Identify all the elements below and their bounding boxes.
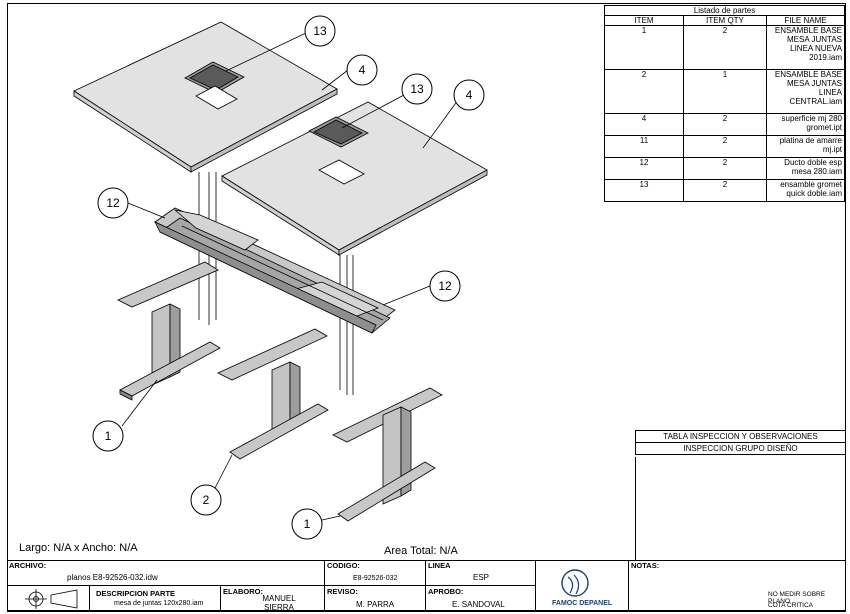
header-item: ITEM — [604, 15, 684, 26]
company-logo-icon — [561, 569, 589, 597]
table-top-left — [73, 21, 338, 173]
logo-text: FAMOC DEPANEL — [552, 600, 613, 607]
cell-item: 1 — [604, 25, 684, 70]
leg-left — [117, 261, 221, 401]
reviso-cell: REVISO: M. PARRA — [325, 586, 426, 612]
linea-cell: LINEA ESP — [426, 561, 536, 586]
descripcion-value: mesa de juntas 120x280.iam — [114, 600, 204, 607]
descripcion-label: DESCRIPCION PARTE — [96, 589, 176, 598]
cell-item: 11 — [604, 135, 684, 158]
cell-file-name: ensamble gromet quick doble.iam — [766, 179, 845, 202]
cell-qty: 2 — [683, 157, 767, 180]
logo-cell: FAMOC DEPANEL — [536, 561, 629, 612]
svg-text:12: 12 — [438, 279, 452, 293]
balloon: 13 — [304, 15, 336, 47]
cell-qty: 2 — [683, 113, 767, 136]
table-row: 11 2 platina de amarre mj.ipt — [604, 135, 845, 158]
balloon: 4 — [346, 54, 378, 86]
inspection-area — [635, 457, 846, 561]
cell-qty: 2 — [683, 179, 767, 202]
cell-file-name: platina de amarre mj.ipt — [766, 135, 845, 158]
sheet-frame — [7, 3, 846, 611]
balloon: 13 — [401, 73, 433, 105]
table-row: 2 1 ENSAMBLE BASE MESA JUNTAS LINEA CENT… — [604, 69, 845, 114]
balloon: 1 — [92, 420, 124, 452]
balloon: 2 — [190, 484, 222, 516]
title-block: ARCHIVO: planos E8-92526-032.idw CODIGO:… — [7, 560, 846, 612]
table-row: 12 2 Ducto doble esp mesa 280.iam — [604, 157, 845, 180]
elaboro-cell: ELABORO: MANUEL SIERRA — [221, 586, 325, 612]
codigo-cell: CODIGO: E8-92526-032 — [325, 561, 426, 586]
aprobo-label: APROBO: — [428, 587, 464, 596]
inspection-table: TABLA INSPECCION Y OBSERVACIONES INSPECC… — [635, 430, 846, 455]
archivo-label: ARCHIVO: — [9, 561, 47, 570]
linea-value: ESP — [473, 573, 490, 582]
cell-file-name: Ducto doble esp mesa 280.iam — [766, 157, 845, 180]
cell-item: 12 — [604, 157, 684, 180]
cell-item: 13 — [604, 179, 684, 202]
linea-label: LINEA — [428, 561, 451, 570]
inspection-title: TABLA INSPECCION Y OBSERVACIONES — [635, 430, 846, 443]
header-qty: ITEM QTY — [683, 15, 767, 26]
archivo-cell: ARCHIVO: planos E8-92526-032.idw — [7, 561, 325, 586]
cell-item: 2 — [604, 69, 684, 114]
svg-text:13: 13 — [410, 82, 424, 96]
balloons: 13 4 13 4 12 12 1 2 1 — [92, 15, 485, 540]
leg-center — [217, 328, 329, 460]
svg-text:12: 12 — [106, 196, 120, 210]
note-no-medir: NO MEDIR SOBRE PLANO — [768, 591, 826, 605]
leg-right — [332, 387, 443, 522]
parts-list-caption: Listado de partes — [604, 5, 845, 16]
svg-text:1: 1 — [105, 429, 112, 443]
svg-text:2: 2 — [203, 493, 210, 507]
svg-text:13: 13 — [313, 24, 327, 38]
cell-file-name: superficie mj 280 gromet.ipt — [766, 113, 845, 136]
area-text: Area Total: N/A — [384, 545, 458, 557]
note-cota-critica: COTA CRITICA — [768, 602, 814, 609]
header-file-name: FILE NAME — [766, 15, 845, 26]
table-row: 4 2 superficie mj 280 gromet.ipt — [604, 113, 845, 136]
svg-text:4: 4 — [466, 88, 473, 102]
notas-label: NOTAS: — [631, 561, 660, 570]
table-row: 13 2 ensamble gromet quick doble.iam — [604, 179, 845, 202]
elaboro-value: MANUEL SIERRA — [262, 594, 296, 612]
table-row: 1 2 ENSAMBLE BASE MESA JUNTAS LINEA NUEV… — [604, 25, 845, 70]
balloon: 4 — [453, 79, 485, 111]
parts-list-table: Listado de partes ITEM ITEM QTY FILE NAM… — [604, 5, 845, 202]
elaboro-label: ELABORO: — [223, 587, 263, 596]
cell-qty: 2 — [683, 25, 767, 70]
balloon: 1 — [291, 508, 323, 540]
svg-text:4: 4 — [359, 63, 366, 77]
svg-text:1: 1 — [304, 517, 311, 531]
aprobo-value: E. SANDOVAL — [452, 600, 505, 609]
projection-symbol-icon — [25, 589, 78, 609]
codigo-value: E8-92526-032 — [353, 575, 398, 582]
cell-file-name: ENSAMBLE BASE MESA JUNTAS LINEA NUEVA 20… — [766, 25, 845, 70]
inspection-subtitle: INSPECCION GRUPO DISEÑO — [635, 442, 846, 455]
cell-file-name: ENSAMBLE BASE MESA JUNTAS LINEA CENTRAL.… — [766, 69, 845, 114]
dimensions-text: Largo: N/A x Ancho: N/A — [19, 542, 138, 554]
cell-qty: 1 — [683, 69, 767, 114]
projection-symbol-cell — [7, 586, 90, 612]
balloon: 12 — [97, 187, 129, 219]
cell-qty: 2 — [683, 135, 767, 158]
aprobo-cell: APROBO: E. SANDOVAL — [426, 586, 536, 612]
reviso-value: M. PARRA — [356, 600, 395, 609]
balloon: 12 — [429, 270, 461, 302]
cell-item: 4 — [604, 113, 684, 136]
notas-cell: NOTAS: NO MEDIR SOBRE PLANO COTA CRITICA — [629, 561, 846, 612]
archivo-value: planos E8-92526-032.idw — [67, 573, 158, 582]
duct-rail — [154, 207, 396, 334]
codigo-label: CODIGO: — [327, 561, 360, 570]
descripcion-cell: DESCRIPCION PARTE mesa de juntas 120x280… — [90, 586, 221, 612]
reviso-label: REVISO: — [327, 587, 358, 596]
table-top-right — [221, 101, 488, 256]
